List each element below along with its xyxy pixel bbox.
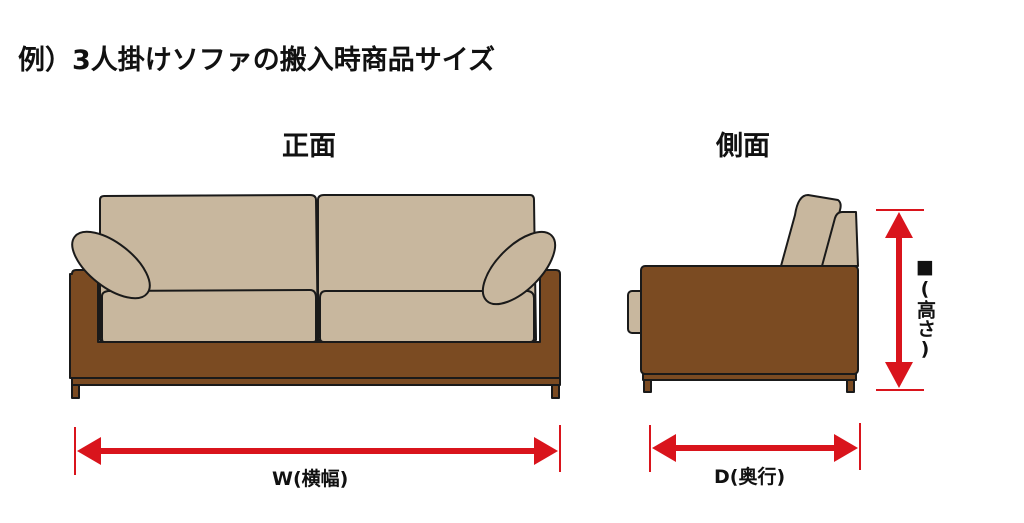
depth-dimension-arrow [649,423,861,472]
side-back-cushion-rear [780,194,842,267]
width-label: W(横幅) [272,468,349,490]
front-base-rail [71,377,561,386]
front-sofa-illustration [69,194,561,399]
side-frame [640,265,859,375]
depth-label: D(奥行) [714,466,786,488]
height-dimension-arrow [876,209,924,391]
front-seat-cushion-right [319,290,535,343]
front-pillow-left [71,230,151,300]
diagram-title: 例）3人掛けソファの搬入時商品サイズ [18,45,495,76]
side-base-rail [642,373,857,381]
side-view-label: 側面 [716,131,770,162]
side-leg-rear [846,379,855,393]
front-frame [69,269,561,379]
front-seat-cushion-left [101,289,317,343]
front-pillow-right [481,230,557,306]
height-label: ■(高さ) [914,256,936,360]
front-view-label: 正面 [282,131,336,162]
side-leg-front [643,379,652,393]
side-back-cushion-front [821,211,859,267]
side-sofa-illustration [627,194,859,393]
width-dimension-arrow [74,425,561,475]
front-leg-left [71,384,80,399]
front-leg-right [551,384,560,399]
